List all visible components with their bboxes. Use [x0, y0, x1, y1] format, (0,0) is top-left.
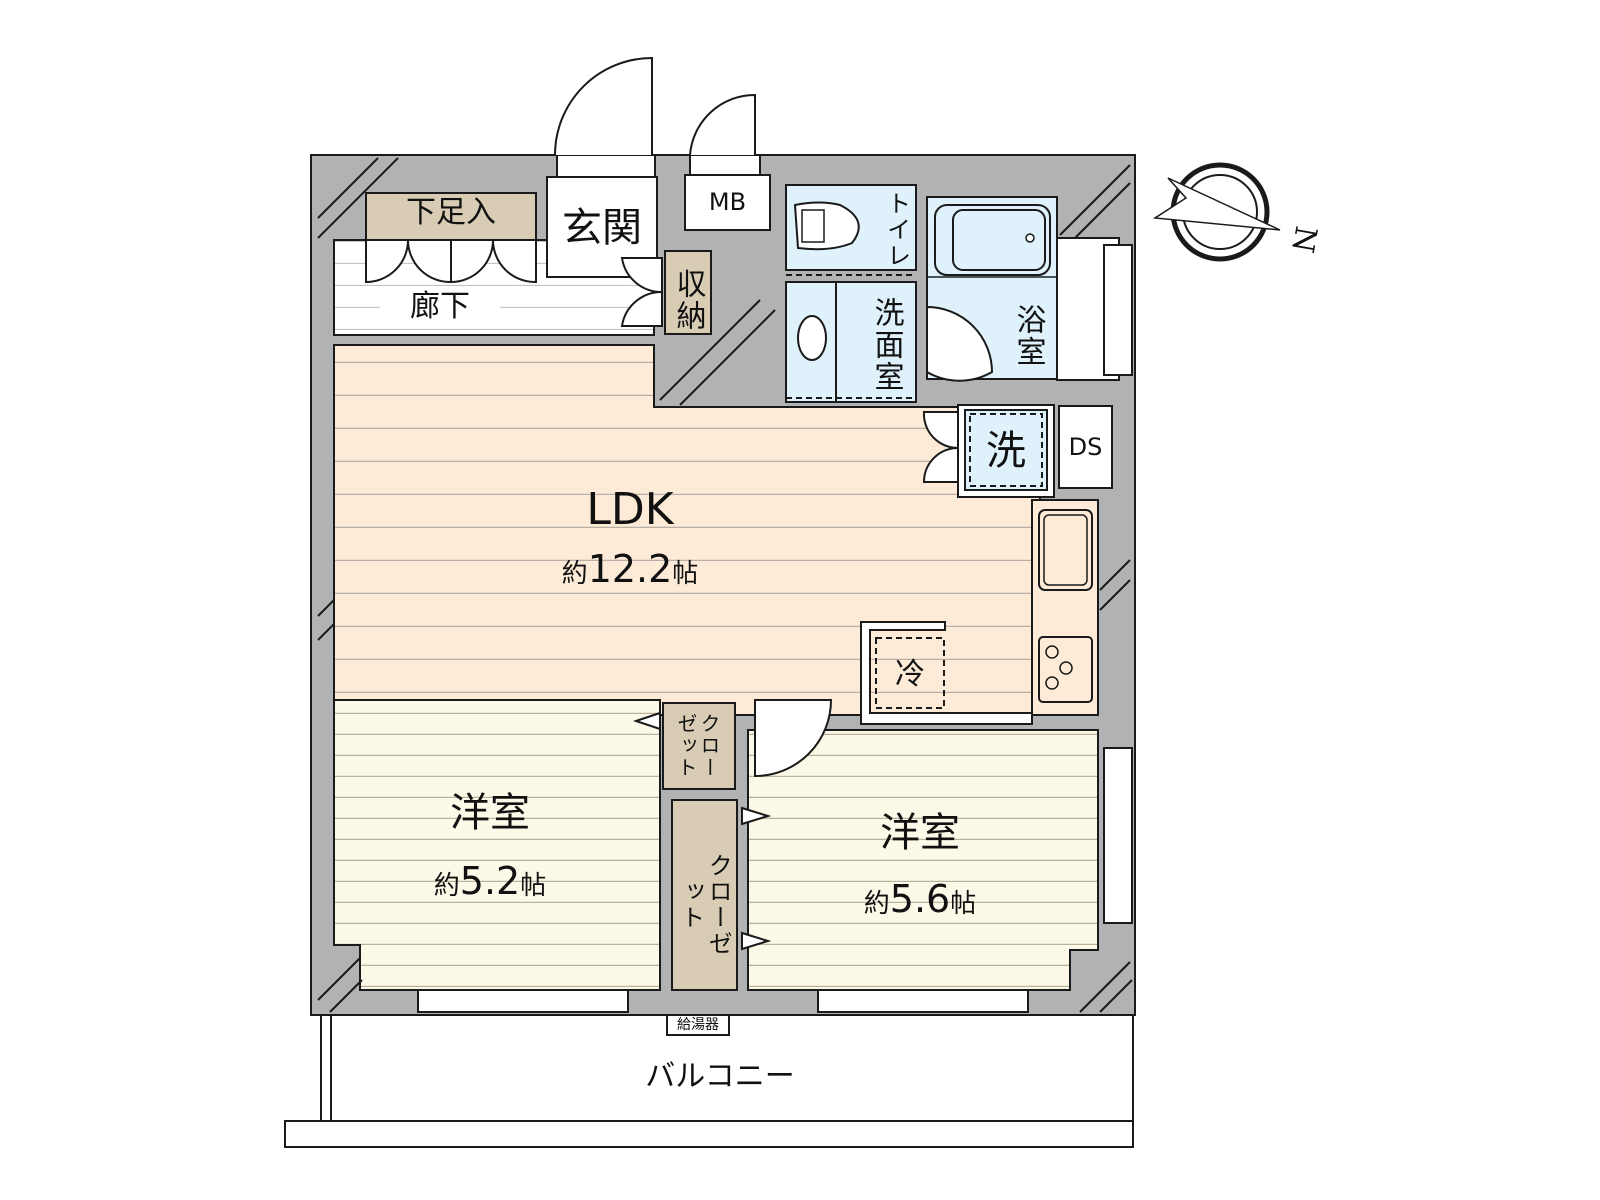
fridge-label: 冷 — [895, 657, 925, 692]
compass-icon — [1152, 162, 1281, 262]
windows — [417, 244, 1133, 1013]
bedroom-left-area: 約5.2帖 — [400, 859, 580, 904]
bedroom-right-label: 洋室 — [880, 810, 960, 856]
compass-north-label: N — [1284, 223, 1324, 256]
duct-space-label: DS — [1068, 433, 1103, 461]
closet-small-label: クローゼット — [674, 713, 721, 779]
bathroom-label: 浴室 — [1010, 304, 1046, 368]
area-unit: 帖 — [950, 889, 977, 919]
washroom-label: 洗面室 — [868, 297, 904, 393]
washroom — [785, 281, 917, 403]
area-prefix: 約 — [561, 559, 588, 589]
balcony — [284, 1014, 1134, 1148]
closet-large-label: クローゼット — [676, 853, 733, 957]
bedroom-left-label: 洋室 — [450, 790, 530, 836]
meter-box — [684, 93, 771, 231]
area-prefix: 約 — [433, 871, 460, 901]
hallway-label: 廊下 — [380, 289, 500, 325]
area-unit: 帖 — [520, 871, 547, 901]
closet-large — [671, 799, 738, 991]
ldk-room — [333, 344, 1099, 725]
toilet-room — [785, 184, 917, 276]
balcony-label: バルコニー — [645, 1059, 795, 1094]
toilet-label: トイレ — [882, 190, 911, 269]
bedroom-right-area: 約5.6帖 — [830, 877, 1010, 922]
washer-area — [922, 404, 1055, 498]
storage-label: 収納 — [670, 268, 706, 332]
area-prefix: 約 — [863, 889, 890, 919]
washer-label: 洗 — [986, 428, 1026, 474]
shoe-box-label: 下足入 — [406, 195, 496, 230]
water-heater-label: 給湯器 — [677, 1017, 719, 1033]
area-value: 5.2 — [459, 859, 521, 903]
bedroom-left — [333, 699, 661, 991]
closet-small — [662, 702, 736, 790]
ldk-area: 約12.2帖 — [520, 547, 740, 592]
entrance-label: 玄関 — [562, 205, 642, 251]
area-value: 12.2 — [587, 547, 673, 591]
duct-space — [1058, 405, 1113, 489]
meter-box-label: MB — [708, 188, 747, 216]
storage — [664, 250, 712, 335]
area-value: 5.6 — [889, 877, 951, 921]
ldk-label: LDK — [586, 484, 674, 535]
bathroom — [926, 196, 1058, 382]
bedroom-right — [747, 729, 1099, 991]
shoe-box — [365, 192, 537, 241]
area-unit: 帖 — [672, 559, 699, 589]
